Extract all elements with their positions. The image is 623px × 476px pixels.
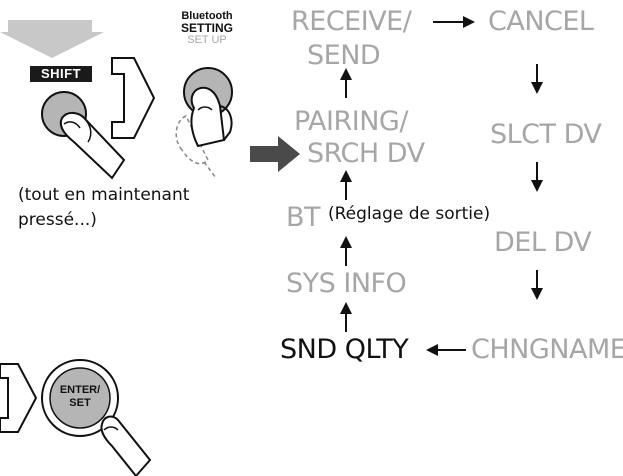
bt-setting-button[interactable] xyxy=(164,50,284,180)
hold-caption-line-1: (tout en maintenant xyxy=(18,185,190,205)
arrow-up-icon xyxy=(340,236,352,266)
enter-set-button[interactable] xyxy=(40,350,180,476)
hold-caption-line-2: pressé...) xyxy=(18,210,97,230)
menu-item-snd-qlty: SND QLTY xyxy=(280,334,409,365)
menu-item-cancel: CANCEL xyxy=(488,6,594,37)
arrow-up-icon xyxy=(340,68,352,98)
enter-set-label-1: ENTER/ xyxy=(59,384,101,396)
chevron-right-icon xyxy=(0,363,38,433)
bt-setting-label-3: SET UP xyxy=(187,34,227,46)
menu-item-receive-send-line-2: SEND xyxy=(307,40,381,71)
shift-hint-arrow-icon xyxy=(0,20,104,58)
menu-item-pairing-line-1: PAIRING/ xyxy=(294,106,408,137)
arrow-left-icon xyxy=(426,344,466,356)
arrow-up-icon xyxy=(340,302,352,332)
menu-item-sys-info: SYS INFO xyxy=(286,268,407,299)
bt-output-note: (Réglage de sortie) xyxy=(328,204,491,224)
bt-setting-label-1: Bluetooth xyxy=(181,10,233,22)
menu-item-receive-send-line-1: RECEIVE/ xyxy=(291,6,412,37)
menu-item-pairing-line-2: SRCH DV xyxy=(307,138,425,169)
enter-set-label-2: SET xyxy=(69,397,91,409)
shift-button[interactable] xyxy=(28,90,138,180)
arrow-down-icon xyxy=(531,162,543,192)
arrow-down-icon xyxy=(531,64,543,94)
pointer-arrow-icon xyxy=(250,136,300,172)
menu-item-del-dv: DEL DV xyxy=(494,227,592,258)
menu-item-slct-dv: SLCT DV xyxy=(490,119,602,150)
chevron-right-icon xyxy=(111,57,156,139)
menu-item-bt: BT xyxy=(286,202,321,233)
arrow-right-icon xyxy=(433,16,475,28)
shift-badge: SHIFT xyxy=(30,66,92,82)
bt-setting-label-2: SETTING xyxy=(180,21,233,35)
arrow-down-icon xyxy=(531,270,543,300)
arrow-up-icon xyxy=(340,170,352,200)
menu-item-chngname: CHNGNAME xyxy=(471,334,623,365)
